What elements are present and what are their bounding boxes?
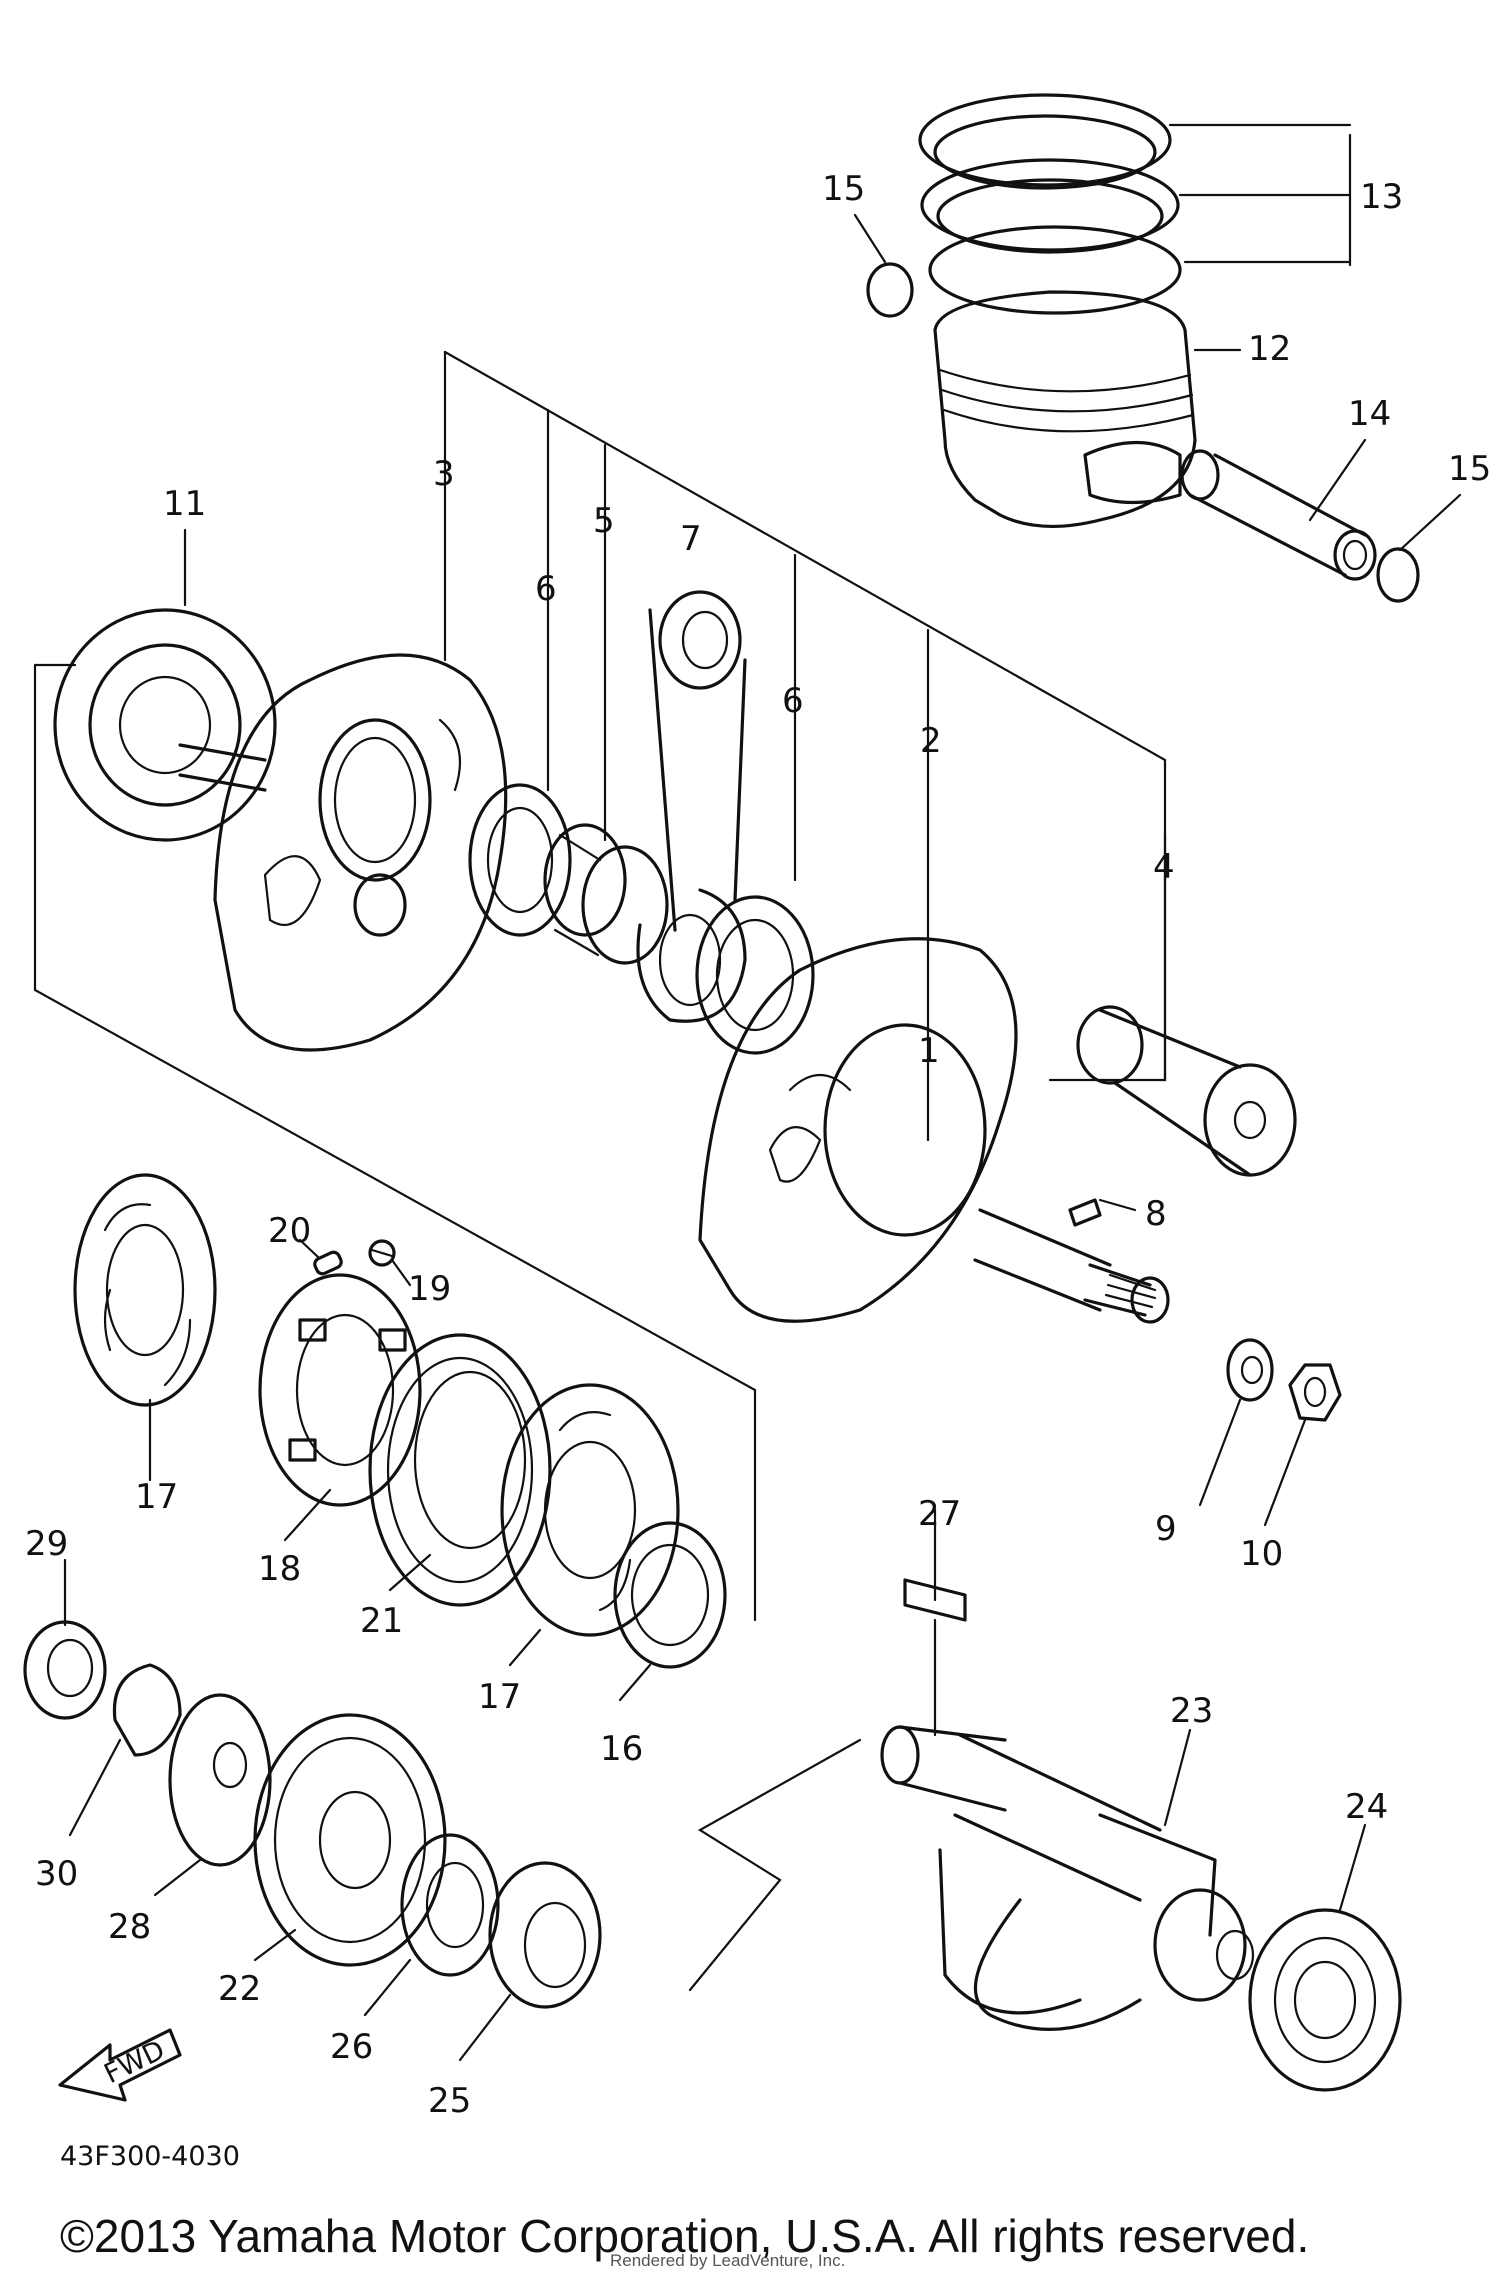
thrust-washer-left bbox=[468, 783, 572, 937]
needle-bearing bbox=[543, 823, 669, 965]
callout-17b: 17 bbox=[478, 1677, 521, 1717]
callout-20: 20 bbox=[268, 1211, 311, 1251]
callout-3: 3 bbox=[433, 454, 455, 494]
piston bbox=[933, 290, 1197, 529]
crank-shaft-end bbox=[973, 1198, 1170, 1324]
callouts: 1 2 3 4 5 6 6 7 8 9 10 11 12 13 14 15 15… bbox=[25, 169, 1491, 2121]
crank-pin bbox=[1076, 1005, 1297, 1177]
circlip-right bbox=[1376, 547, 1420, 603]
callout-6b: 6 bbox=[782, 681, 804, 721]
callout-27: 27 bbox=[918, 1494, 961, 1534]
callout-7: 7 bbox=[680, 519, 702, 559]
callout-2: 2 bbox=[920, 721, 942, 761]
balancer-shaft bbox=[880, 1725, 1255, 2031]
hub-18 bbox=[258, 1273, 422, 1507]
leader-lines bbox=[63, 213, 1462, 2062]
gear-22 bbox=[253, 1713, 447, 1967]
bearing-left bbox=[53, 608, 277, 842]
plate-17-left bbox=[73, 1173, 217, 1407]
callout-30: 30 bbox=[35, 1854, 78, 1894]
piston-pin bbox=[1180, 449, 1377, 581]
nut-10 bbox=[1288, 1363, 1342, 1422]
watermark-text: Rendered by LeadVenture, Inc. bbox=[610, 2251, 845, 2270]
callout-10: 10 bbox=[1240, 1534, 1283, 1574]
callout-26: 26 bbox=[330, 2027, 373, 2067]
callout-12: 12 bbox=[1248, 329, 1291, 369]
callout-21: 21 bbox=[360, 1601, 403, 1641]
callout-23: 23 bbox=[1170, 1691, 1213, 1731]
thrust-washer-right bbox=[695, 895, 815, 1055]
circlip-left bbox=[866, 262, 914, 318]
assembly-brackets bbox=[33, 123, 1352, 1992]
callout-14: 14 bbox=[1348, 394, 1391, 434]
callout-18: 18 bbox=[258, 1549, 301, 1589]
nut-29 bbox=[23, 1620, 107, 1720]
callout-5: 5 bbox=[593, 501, 615, 541]
bearing-25 bbox=[488, 1861, 602, 2009]
screw-19 bbox=[368, 1239, 396, 1267]
washer-9 bbox=[1226, 1338, 1274, 1402]
crank-web-left bbox=[213, 653, 508, 1052]
callout-19: 19 bbox=[408, 1269, 451, 1309]
callout-17a: 17 bbox=[135, 1477, 178, 1517]
connecting-rod bbox=[636, 590, 747, 1023]
callout-9: 9 bbox=[1155, 1509, 1177, 1549]
callout-28: 28 bbox=[108, 1907, 151, 1947]
callout-15b: 15 bbox=[1448, 449, 1491, 489]
plate-17-right bbox=[500, 1383, 680, 1637]
gear-21 bbox=[368, 1333, 552, 1607]
callout-29: 29 bbox=[25, 1524, 68, 1564]
callout-4: 4 bbox=[1153, 847, 1175, 887]
callout-8: 8 bbox=[1145, 1194, 1167, 1234]
fwd-arrow-icon: FWD bbox=[58, 2028, 182, 2102]
callout-16: 16 bbox=[600, 1729, 643, 1769]
bearing-24 bbox=[1248, 1908, 1402, 2092]
key-27 bbox=[903, 1578, 967, 1622]
callout-6a: 6 bbox=[535, 569, 557, 609]
callout-25: 25 bbox=[428, 2081, 471, 2121]
callout-22: 22 bbox=[218, 1969, 261, 2009]
pin-20 bbox=[313, 1250, 343, 1276]
callout-15a: 15 bbox=[822, 169, 865, 209]
copyright-notice: ©2013 Yamaha Motor Corporation, U.S.A. A… bbox=[60, 2210, 1309, 2262]
piston-rings bbox=[918, 93, 1182, 315]
fwd-label: FWD bbox=[100, 2035, 170, 2090]
callout-24: 24 bbox=[1345, 1787, 1388, 1827]
lock-washer-30 bbox=[112, 1663, 182, 1757]
diagram-ref-code: 43F300-4030 bbox=[60, 2141, 240, 2172]
crank-web-right bbox=[698, 937, 1018, 1323]
callout-1: 1 bbox=[918, 1031, 940, 1071]
callout-11: 11 bbox=[163, 484, 206, 524]
bearing-26 bbox=[400, 1833, 500, 1977]
washer-28 bbox=[168, 1693, 272, 1867]
callout-13: 13 bbox=[1360, 177, 1403, 217]
ring-16 bbox=[613, 1521, 727, 1669]
